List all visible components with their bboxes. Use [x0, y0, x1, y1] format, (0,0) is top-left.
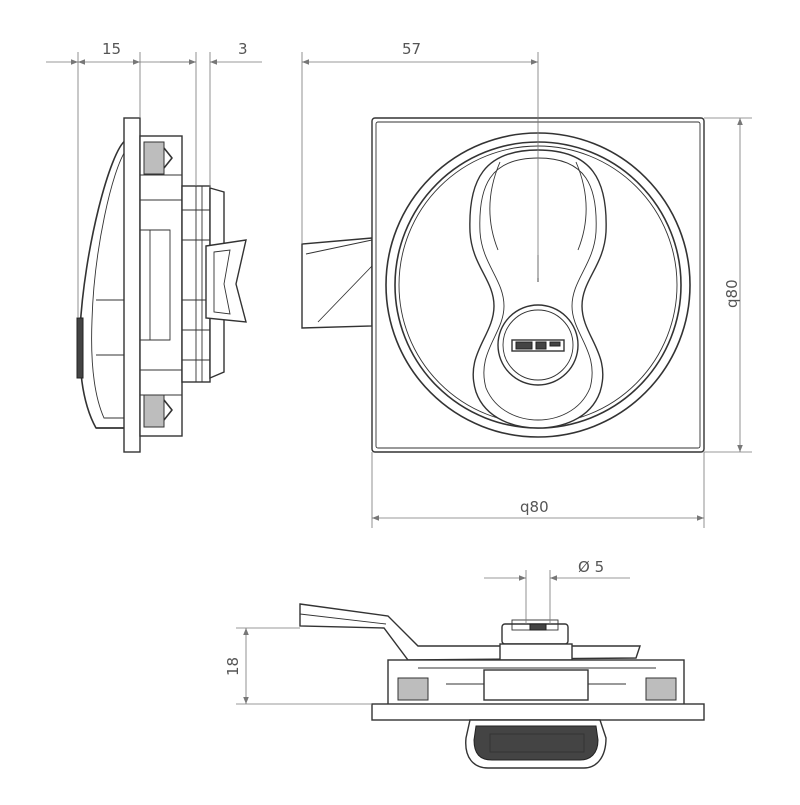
bottom-view [299, 603, 705, 769]
dim-front-width: q80 [520, 498, 549, 516]
front-view [301, 117, 705, 453]
bottom-view-dimensions: Ø 5 18 [224, 558, 630, 705]
dim-front-height: q80 [723, 279, 741, 308]
front-view-dimensions: 57 q80 q80 [301, 40, 752, 528]
dim-side-flange: 3 [238, 40, 248, 58]
dim-spindle: Ø 5 [578, 558, 604, 576]
dim-front-offset: 57 [402, 40, 421, 58]
side-view-dimensions: 15 3 [46, 40, 262, 318]
side-view [76, 117, 247, 453]
dim-bottom-height: 18 [224, 657, 242, 676]
dim-side-depth: 15 [102, 40, 121, 58]
